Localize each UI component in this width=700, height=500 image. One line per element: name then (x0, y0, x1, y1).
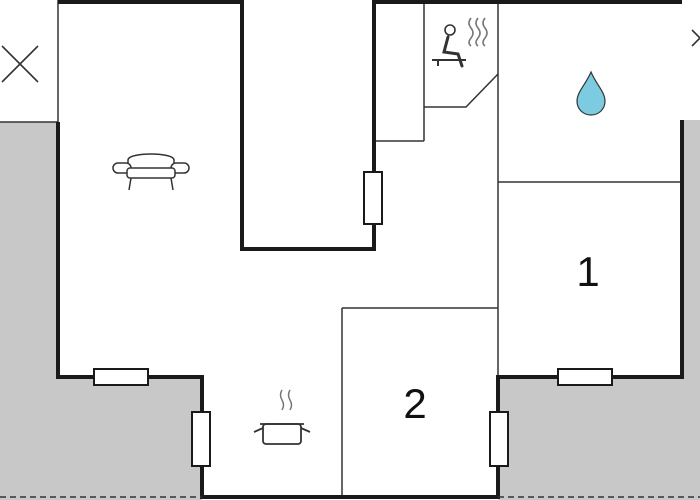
outside-areas (0, 120, 700, 500)
window-kitchen-left (191, 411, 211, 467)
window-living-bottom (93, 368, 149, 386)
wall-main (56, 120, 684, 499)
partition-sauna (424, 73, 499, 108)
window-hall (363, 171, 383, 225)
window-bedroom1-bottom (557, 368, 613, 386)
water-drop-icon (576, 70, 606, 116)
outside-area-bottom-left (58, 377, 202, 500)
outer-walls (56, 0, 684, 499)
partitions (0, 0, 682, 497)
room-label-bedroom-2: 2 (403, 380, 426, 427)
windows (93, 171, 613, 467)
cooking-pot-icon (253, 389, 311, 445)
room-label-bedroom-1: 1 (576, 248, 599, 295)
window-bedroom2-right (489, 411, 509, 467)
sofa-icon (112, 153, 190, 191)
cross-icon-partial (691, 29, 700, 47)
outside-area-bottom-right (498, 377, 700, 500)
wall-inner-notch (240, 0, 376, 251)
cross-icon (1, 45, 39, 83)
outside-area-left (0, 122, 58, 500)
outside-area-right (682, 120, 700, 377)
sauna-icon (432, 17, 488, 68)
